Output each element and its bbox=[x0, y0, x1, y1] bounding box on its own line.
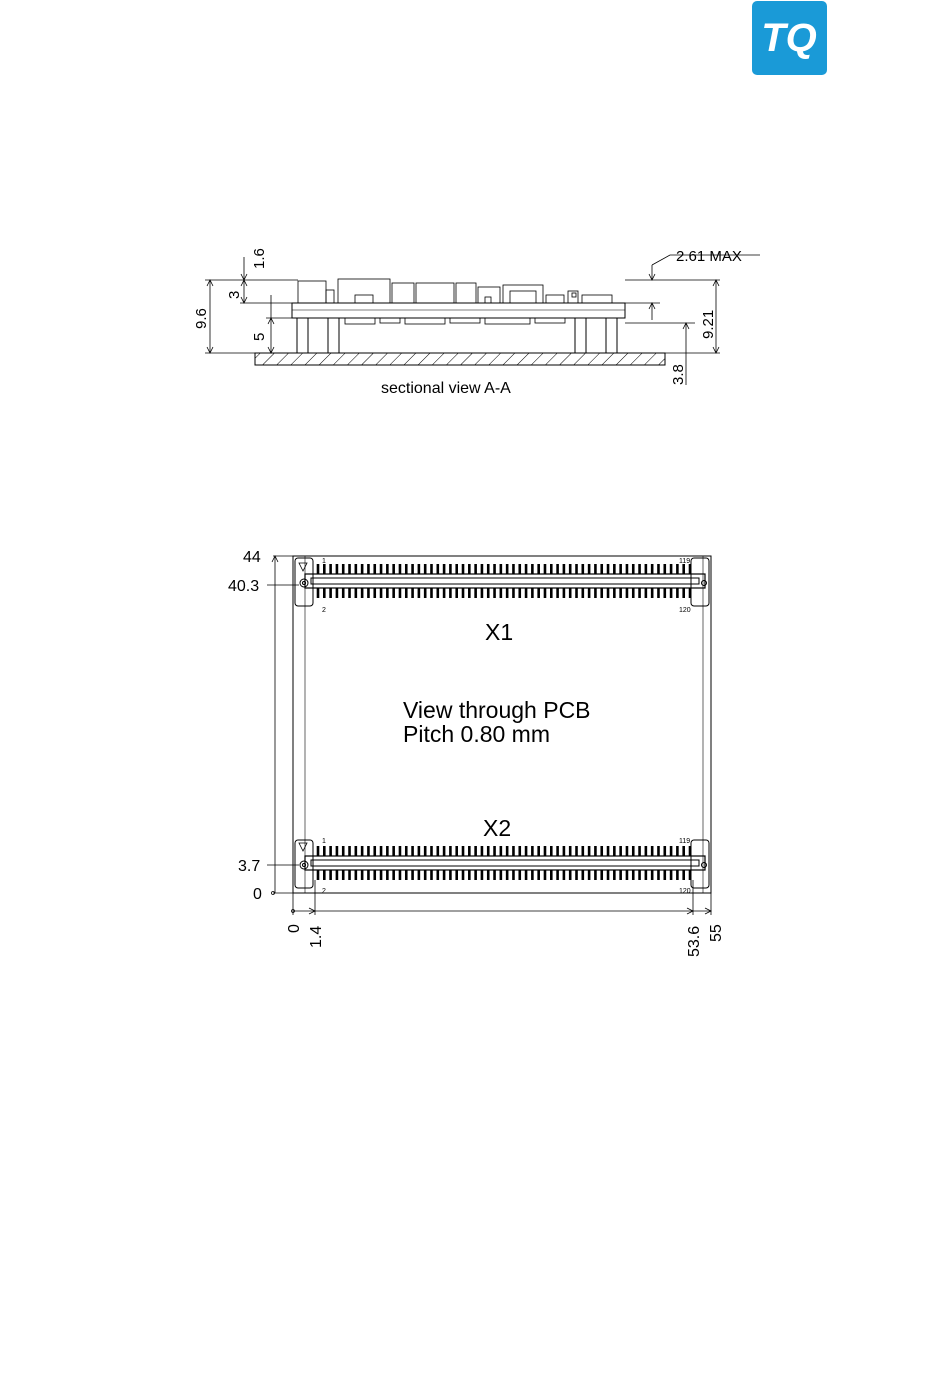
svg-text:TQ: TQ bbox=[761, 16, 817, 60]
connector-x2 bbox=[295, 840, 709, 888]
pcb-board bbox=[292, 303, 625, 318]
bottom-components bbox=[345, 318, 565, 324]
x2-pin-row-top bbox=[318, 846, 690, 856]
dim-connector-height: 5 bbox=[251, 333, 268, 341]
dim-x-1-4: 1.4 bbox=[308, 926, 325, 948]
dim-x-53-6: 53.6 bbox=[686, 926, 703, 957]
dim-total-height: 9.6 bbox=[193, 308, 210, 329]
sectional-view-drawing: 9.6 1.6 3 5 2.61 MAX 9.21 3.8 sectional … bbox=[180, 235, 780, 410]
top-components bbox=[298, 279, 612, 303]
connector-layout-drawing: 1 2 119 120 1 2 119 120 X1 X2 View throu… bbox=[215, 540, 735, 960]
dim-right-height: 9.21 bbox=[700, 310, 717, 339]
dim-top-gap: 1.6 bbox=[251, 248, 268, 269]
dim-y-40-3: 40.3 bbox=[228, 578, 259, 595]
x2-pin-120: 120 bbox=[679, 888, 691, 895]
label-x1: X1 bbox=[485, 619, 513, 645]
x2-pin-row-bottom bbox=[318, 870, 690, 880]
sectional-view-caption: sectional view A-A bbox=[381, 380, 511, 397]
x1-pin-1: 1 bbox=[322, 558, 326, 565]
x1-pin-119: 119 bbox=[679, 558, 690, 565]
x-dimension-lines bbox=[292, 880, 712, 915]
tq-logo: TQ bbox=[752, 1, 827, 75]
x1-pin-row-bottom bbox=[318, 588, 690, 598]
dim-y-0: 0 bbox=[253, 886, 262, 903]
connector-post-right bbox=[575, 318, 617, 353]
y-dimension-lines bbox=[267, 556, 299, 895]
note-pitch: Pitch 0.80 mm bbox=[403, 721, 550, 747]
label-x2: X2 bbox=[483, 815, 511, 841]
dim-x-55: 55 bbox=[708, 924, 725, 942]
dim-component-height: 3 bbox=[226, 291, 243, 299]
connector-post-left bbox=[297, 318, 339, 353]
x1-pin-2: 2 bbox=[322, 607, 326, 614]
note-view-through-pcb: View through PCB bbox=[403, 697, 591, 723]
base-plate bbox=[255, 353, 665, 365]
x1-pin-row-top bbox=[318, 564, 690, 574]
dim-max-top: 2.61 MAX bbox=[676, 248, 742, 265]
x2-pin-119: 119 bbox=[679, 838, 690, 845]
dim-y-3-7: 3.7 bbox=[238, 858, 260, 875]
dim-base-offset: 3.8 bbox=[670, 364, 687, 385]
x1-pin-120: 120 bbox=[679, 607, 691, 614]
dim-y-44: 44 bbox=[243, 549, 261, 566]
x2-pin-1: 1 bbox=[322, 838, 326, 845]
x2-pin-2: 2 bbox=[322, 888, 326, 895]
connector-x1 bbox=[295, 558, 709, 606]
dim-x-0: 0 bbox=[286, 924, 303, 933]
